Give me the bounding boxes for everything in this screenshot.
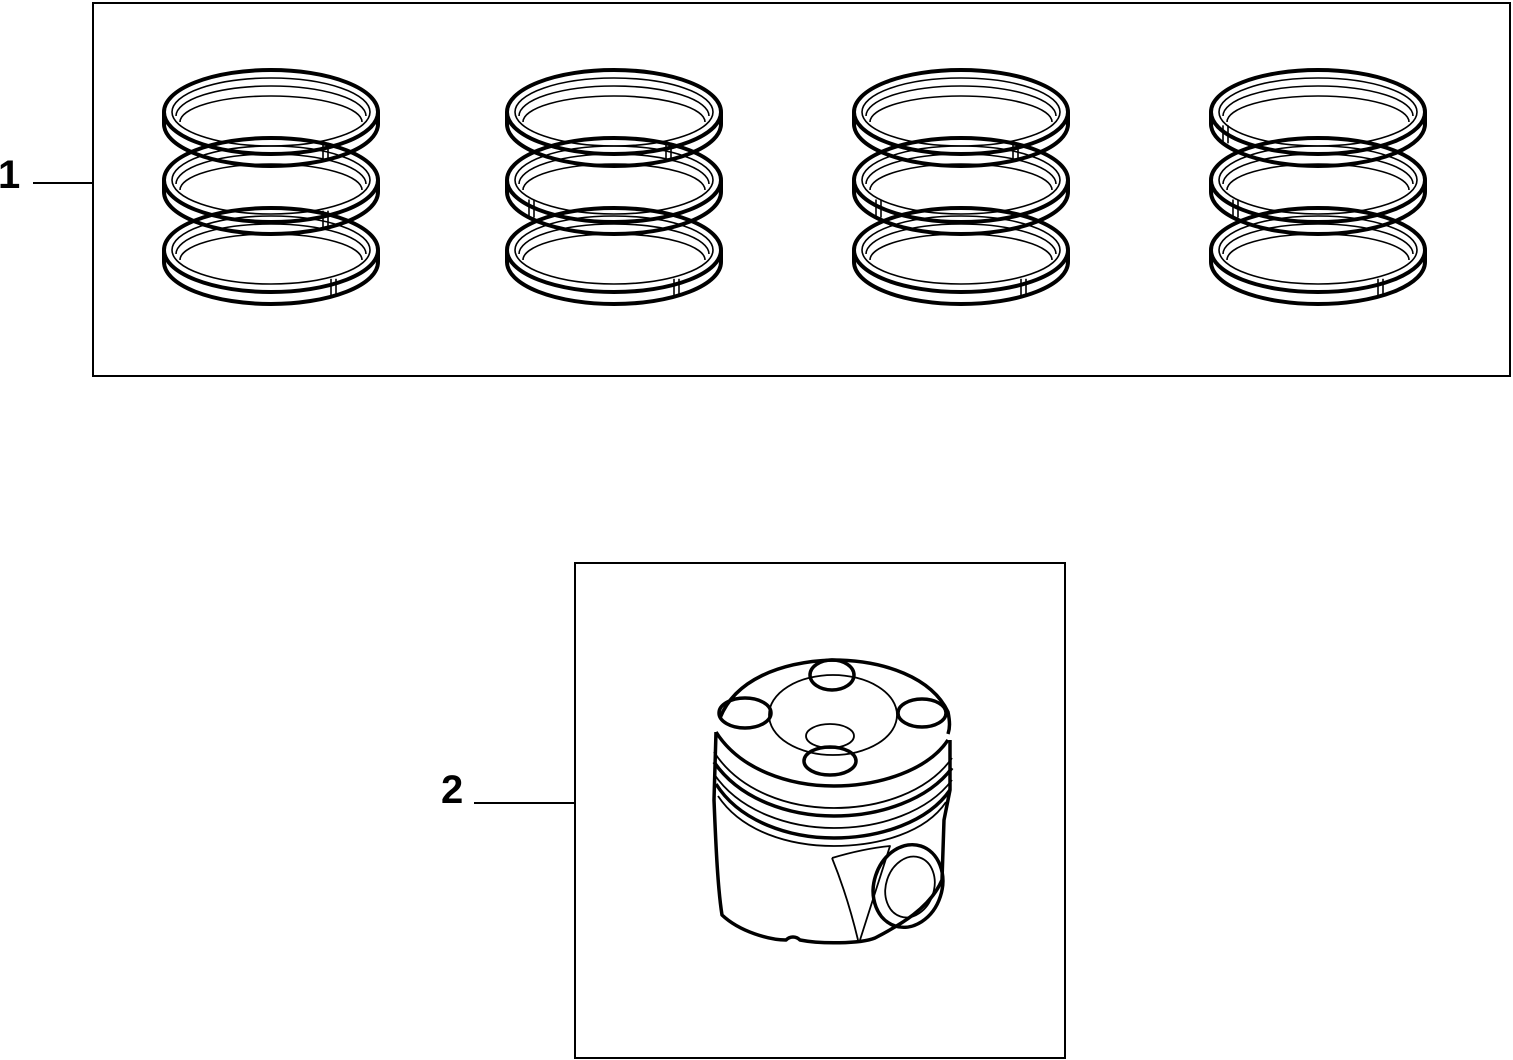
ring-inner-face [1222, 153, 1414, 185]
ring-inner-face [179, 233, 363, 261]
ring-inner-rim [514, 215, 714, 285]
piston-crown-edge [714, 731, 950, 788]
pin-bore-inner [884, 855, 936, 919]
ring-inner-face [1226, 233, 1410, 261]
piston [712, 658, 954, 945]
piston-ring [852, 68, 1070, 168]
ring-outer-bottom [1209, 250, 1427, 306]
ring-groove-5 [717, 795, 947, 847]
ring-inner-face [179, 95, 363, 123]
callout-2[interactable]: 2 [441, 768, 575, 812]
ring-set-1 [162, 68, 380, 306]
ring-inner-face [1222, 223, 1414, 255]
ring-outer-bottom [162, 250, 380, 306]
ring-inner-rim [171, 215, 371, 285]
callout-1-label: 1 [0, 153, 20, 197]
pin-bore-outer [871, 842, 945, 930]
ring-groove-3 [713, 773, 953, 829]
ring-inner-face [518, 153, 710, 185]
ring-inner-face [175, 223, 367, 255]
ring-inner-rim [171, 77, 371, 147]
ring-inner-face [522, 233, 706, 261]
ring-set-2 [505, 68, 723, 306]
valve-relief-left [717, 696, 773, 730]
ring-inner-face [179, 163, 363, 191]
callout-1[interactable]: 1 [0, 153, 93, 197]
ring-inner-rim [1218, 77, 1418, 147]
ring-outer-rim [1209, 68, 1427, 156]
piston-crown-top [718, 658, 952, 735]
valve-relief-front [802, 745, 858, 777]
ring-outer-rim [162, 68, 380, 156]
ring-inner-face [518, 223, 710, 255]
pin-boss-side [831, 857, 859, 941]
ring-groove-4 [714, 783, 952, 840]
ring-outer-bottom [505, 112, 723, 168]
ring-set-3 [852, 68, 1070, 306]
ring-inner-rim [861, 215, 1061, 285]
bowl-inner-top [805, 723, 855, 749]
valve-relief-rear [808, 658, 856, 692]
ring-inner-face [865, 223, 1057, 255]
piston-ring [852, 206, 1070, 306]
callout-2-label: 2 [441, 768, 463, 812]
ring-inner-rim [1218, 145, 1418, 215]
ring-outer-bottom [162, 112, 380, 168]
piston-ring [505, 206, 723, 306]
ring-outer-bottom [505, 250, 723, 306]
piston-ring [1209, 136, 1427, 236]
ring-inner-face [522, 95, 706, 123]
piston-rings-frame [92, 2, 1511, 377]
piston-ring-sets [162, 68, 1427, 306]
pin-boss-face [831, 845, 891, 941]
ring-outer-rim [852, 68, 1070, 156]
ring-inner-rim [514, 145, 714, 215]
ring-set-4 [1209, 68, 1427, 306]
ring-inner-rim [1218, 215, 1418, 285]
ring-groove-2 [712, 761, 954, 818]
ring-inner-face [869, 233, 1053, 261]
ring-inner-face [1226, 95, 1410, 123]
ring-inner-face [522, 163, 706, 191]
ring-inner-rim [514, 77, 714, 147]
piston-ring [1209, 206, 1427, 306]
ring-outer-bottom [1209, 112, 1427, 168]
ring-outer-bottom [852, 112, 1070, 168]
ring-inner-face [865, 85, 1057, 117]
ring-groove-1 [713, 751, 953, 809]
ring-inner-face [869, 95, 1053, 123]
ring-inner-rim [171, 145, 371, 215]
ring-outer-bottom [852, 250, 1070, 306]
ring-inner-rim [861, 145, 1061, 215]
ring-inner-face [175, 85, 367, 117]
piston-frame [574, 562, 1066, 1059]
ring-inner-face [175, 153, 367, 185]
ring-inner-face [518, 85, 710, 117]
piston-ring [852, 136, 1070, 236]
ring-outer-rim [505, 68, 723, 156]
valve-relief-right [896, 697, 948, 729]
ring-inner-face [869, 163, 1053, 191]
ring-inner-face [1222, 85, 1414, 117]
ring-inner-face [865, 153, 1057, 185]
piston-skirt [712, 731, 952, 945]
piston-ring [162, 206, 380, 306]
combustion-bowl [768, 674, 898, 756]
ring-inner-rim [861, 77, 1061, 147]
ring-inner-face [1226, 163, 1410, 191]
